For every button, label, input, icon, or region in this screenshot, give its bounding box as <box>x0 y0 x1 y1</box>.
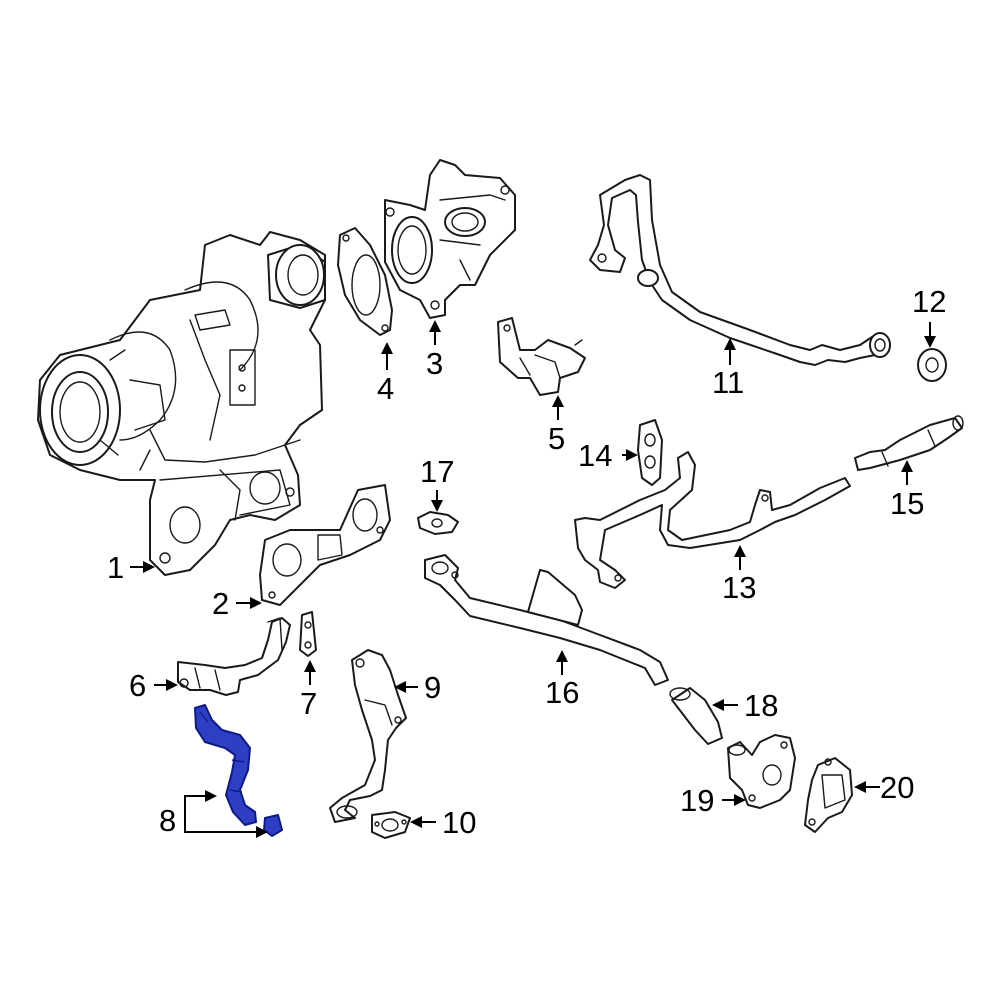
callout-5: 5 <box>548 421 565 456</box>
part-14-gasket[interactable] <box>637 419 663 486</box>
part-4-gasket[interactable] <box>337 227 393 336</box>
part-17-gasket[interactable] <box>417 511 459 535</box>
callout-16: 16 <box>545 675 579 710</box>
part-3-outlet-housing[interactable] <box>384 159 516 319</box>
callout-2: 2 <box>212 586 229 621</box>
callout-1: 1 <box>107 550 124 585</box>
callout-18: 18 <box>744 688 778 723</box>
part-19-connector[interactable] <box>727 734 796 809</box>
callout-12: 12 <box>912 284 946 319</box>
callout-14: 14 <box>578 438 612 473</box>
part-20-cover-plate[interactable] <box>804 757 853 833</box>
callout-11: 11 <box>712 365 744 400</box>
callout-labels: 1 2 3 4 5 6 7 8 9 10 11 12 13 14 15 16 1… <box>107 284 946 840</box>
part-7-gasket[interactable] <box>299 611 317 657</box>
part-10-gasket[interactable] <box>371 811 411 839</box>
part-5-bracket[interactable] <box>497 317 586 396</box>
part-6-feed-line[interactable] <box>177 617 291 696</box>
callout-6: 6 <box>129 668 146 703</box>
part-1-turbocharger[interactable] <box>37 231 326 576</box>
callout-20: 20 <box>880 770 914 805</box>
callout-leaders <box>130 320 936 838</box>
callout-10: 10 <box>442 805 476 840</box>
part-13-return-line[interactable] <box>574 451 851 589</box>
callout-3: 3 <box>426 346 443 381</box>
part-2-gasket[interactable] <box>259 484 391 606</box>
part-11-oil-line[interactable] <box>589 174 891 366</box>
part-8-hose[interactable] <box>194 704 283 837</box>
part-15-tube[interactable] <box>854 415 964 471</box>
callout-19: 19 <box>680 783 714 818</box>
callout-17: 17 <box>420 454 454 489</box>
part-9-bracket[interactable] <box>329 649 407 823</box>
callout-9: 9 <box>424 670 441 705</box>
callout-7: 7 <box>300 686 317 721</box>
part-18-hose[interactable] <box>669 687 723 745</box>
part-16-pipe[interactable] <box>424 554 669 686</box>
part-12-washer[interactable] <box>917 348 947 382</box>
callout-15: 15 <box>890 486 924 521</box>
callout-8: 8 <box>159 803 176 838</box>
callout-13: 13 <box>722 570 756 605</box>
callout-4: 4 <box>377 371 394 406</box>
